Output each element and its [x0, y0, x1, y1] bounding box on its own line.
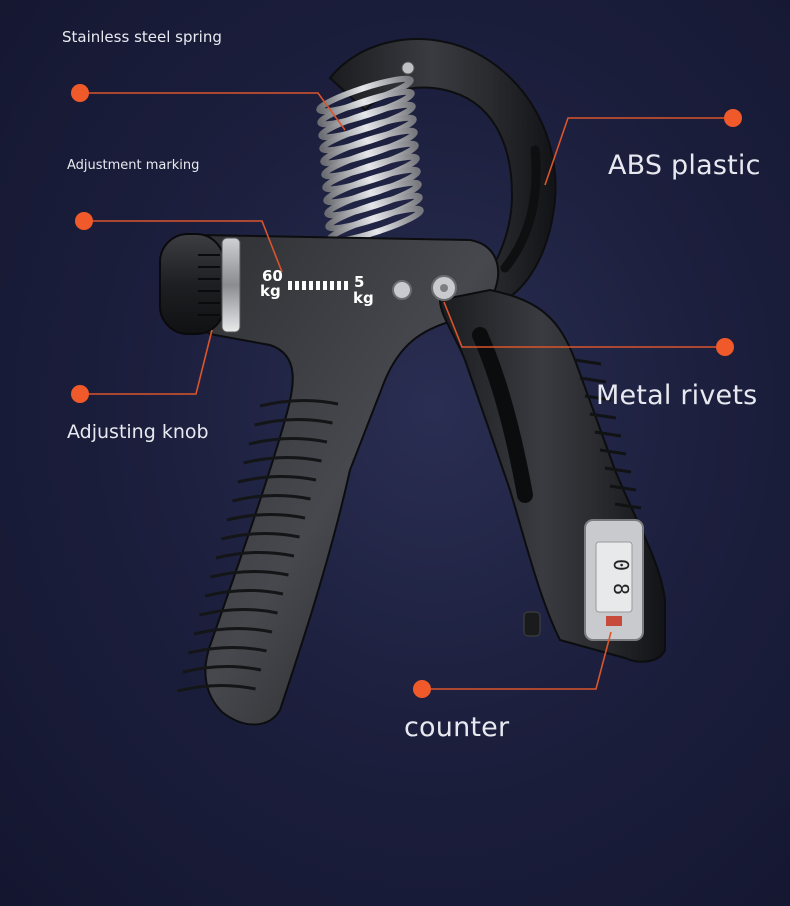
hook-slot — [500, 145, 541, 273]
reset-button — [523, 611, 541, 637]
grip-ridge — [215, 550, 295, 560]
grip-ridge — [177, 683, 256, 693]
left-grip-ridges — [177, 398, 339, 693]
grip-ridge — [204, 588, 284, 598]
callout-label-counter: counter — [404, 712, 510, 743]
scale-min-unit: kg — [353, 289, 374, 307]
scale-max-unit: kg — [260, 282, 281, 300]
grip-ridge — [182, 664, 262, 674]
scale-max-value: 60 — [262, 267, 283, 285]
scale-tick — [302, 281, 306, 290]
steel-spring — [316, 61, 424, 245]
grip-ridge — [232, 493, 311, 503]
right-arm-slot — [472, 327, 533, 503]
callout-line-counter — [422, 631, 612, 690]
scale-tick — [337, 281, 341, 290]
grip-ridge — [237, 474, 317, 484]
callout-line-knob — [80, 329, 213, 395]
callout-line-abs — [544, 117, 733, 186]
scale-min-value: 5 — [354, 273, 364, 291]
grip-ridge — [248, 436, 328, 446]
grip-ridge — [221, 531, 300, 541]
grip-ridge — [210, 569, 289, 579]
callout-line-rivets — [443, 301, 725, 348]
adjusting-knob — [159, 233, 241, 335]
arm-ridge — [574, 358, 602, 366]
grip-ridge — [254, 417, 333, 427]
scale-tick — [323, 281, 327, 290]
callout-dot-abs — [724, 109, 742, 127]
grip-ridge — [226, 512, 306, 522]
callout-dot-marking — [75, 212, 93, 230]
callout-label-knob: Adjusting knob — [67, 421, 209, 443]
adjustment-scale: 60 kg 5 kg — [260, 267, 374, 307]
arm-ridge — [609, 484, 637, 492]
arm-ridge — [614, 502, 642, 510]
callout-line-spring — [80, 92, 346, 131]
arm-ridge — [604, 466, 632, 474]
callout-line-marking — [84, 220, 283, 273]
arm-ridge — [599, 448, 627, 456]
scale-tick — [330, 281, 334, 290]
arm-ridge — [589, 412, 617, 420]
counter-digits: 0 8 — [609, 559, 633, 595]
scale-tick — [309, 281, 313, 290]
callout-label-rivets: Metal rivets — [596, 380, 758, 411]
grip-ridge — [243, 455, 322, 465]
callout-label-marking: Adjustment marking — [67, 158, 200, 173]
scale-tick — [344, 281, 348, 290]
knob-ring — [221, 237, 241, 333]
handle-body — [182, 233, 500, 726]
grip-ridge — [199, 607, 278, 617]
callout-dot-rivets — [716, 338, 734, 356]
scale-tick — [316, 281, 320, 290]
callout-dot-counter — [413, 680, 431, 698]
counter-red-mark — [606, 616, 622, 626]
arm-ridge — [584, 394, 612, 402]
callout-dot-spring — [71, 84, 89, 102]
callout-lines — [80, 92, 733, 690]
counter-digit-panel — [595, 541, 633, 613]
right-arm-ridges — [574, 358, 642, 510]
scale-tick — [288, 281, 292, 290]
callout-label-abs: ABS plastic — [608, 150, 761, 181]
callout-dot-knob — [71, 385, 89, 403]
arm-ridge — [579, 376, 607, 384]
rivet-left — [392, 280, 412, 300]
arm-ridge — [594, 430, 622, 438]
grip-ridge — [188, 645, 267, 655]
callout-label-spring: Stainless steel spring — [62, 28, 222, 46]
counter-module: 0 8 — [523, 519, 644, 641]
spring-top-rivet — [401, 61, 415, 75]
rivet-pivot-center — [440, 284, 448, 292]
grip-ridge — [193, 626, 273, 636]
scale-tick — [295, 281, 299, 290]
callout-dots — [71, 84, 742, 698]
knob-cap — [159, 233, 225, 335]
grip-ridge — [259, 398, 339, 408]
